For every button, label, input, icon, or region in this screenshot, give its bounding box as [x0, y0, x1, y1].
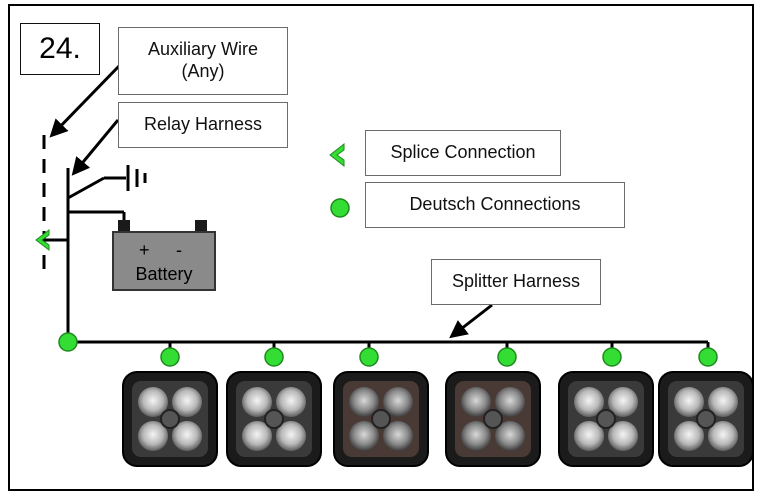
legend-deutsch-icon: [330, 198, 350, 218]
battery-minus-label: -: [176, 240, 182, 260]
light-drop-wires: [168, 342, 710, 356]
ground-icon: [126, 165, 147, 191]
legend-splice-label: Splice Connection: [365, 130, 561, 176]
step-number: 24.: [20, 23, 100, 75]
battery-icon: + - Battery: [112, 220, 216, 291]
battery-label: Battery: [135, 264, 192, 284]
splitter-harness-label: Splitter Harness: [431, 259, 601, 305]
battery-plus-label: +: [139, 240, 150, 260]
light-4-icon: [445, 371, 541, 467]
splice-connection-icon: [35, 228, 50, 252]
light-2-icon: [226, 371, 322, 467]
legend-splice-icon: [329, 142, 345, 168]
ground-wire: [67, 176, 105, 200]
light-5-icon: [558, 371, 654, 467]
auxiliary-wire-label: Auxiliary Wire (Any): [118, 27, 288, 95]
aux-wire-arrow: [49, 63, 122, 138]
light-3-icon: [333, 371, 429, 467]
deutsch-connectors: [58, 332, 718, 367]
auxiliary-wire-label-text: Auxiliary Wire (Any): [147, 39, 258, 81]
relay-harness-arrow: [71, 119, 120, 176]
legend-deutsch-label: Deutsch Connections: [365, 182, 625, 228]
light-1-icon: [122, 371, 218, 467]
splitter-harness-arrow: [449, 303, 493, 339]
light-6-icon: [658, 371, 754, 467]
relay-harness-label: Relay Harness: [118, 102, 288, 148]
